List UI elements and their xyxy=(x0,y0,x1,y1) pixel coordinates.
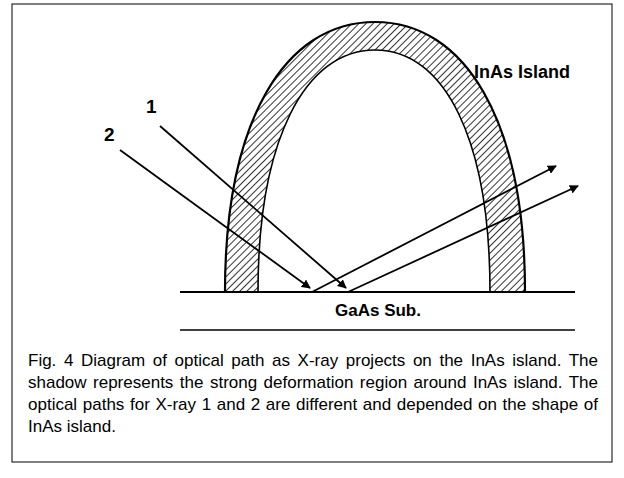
substrate-line xyxy=(180,329,575,331)
xray-reflected xyxy=(312,166,556,292)
ray-number: 2 xyxy=(104,124,115,146)
xray-reflected xyxy=(348,186,578,292)
xray-incident xyxy=(160,126,346,288)
part-name: InAs Island xyxy=(474,62,570,83)
xray-incident xyxy=(120,150,310,288)
ray-number: 1 xyxy=(146,96,157,118)
substrate-surface xyxy=(180,291,575,293)
part-name: GaAs Sub. xyxy=(335,301,421,321)
island-inner-outline xyxy=(258,50,490,292)
frame xyxy=(12,4,612,462)
figure-caption: Fig. 4 Diagram of optical path as X-ray … xyxy=(28,350,598,438)
